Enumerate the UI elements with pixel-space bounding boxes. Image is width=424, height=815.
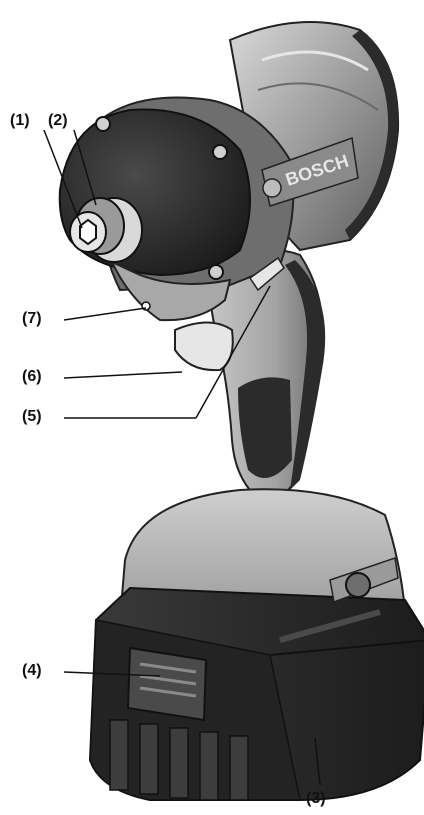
leader-line-4 (63, 671, 161, 677)
leader-line-2 (73, 129, 97, 206)
leader-line-7 (63, 307, 147, 321)
battery-grip-ribs (109, 719, 249, 801)
callout-1: (1) (10, 112, 30, 129)
leader-line-5b (195, 285, 271, 419)
callout-3: (3) (306, 790, 326, 807)
callout-6: (6) (22, 368, 42, 385)
leader-line-3 (314, 737, 321, 786)
leader-lines (43, 129, 321, 786)
callout-5: (5) (22, 408, 42, 425)
battery-pack (88, 488, 424, 801)
tool-holder (69, 197, 143, 263)
leader-line-1 (43, 129, 83, 229)
trigger-switch (174, 321, 234, 372)
callout-4: (4) (22, 662, 42, 679)
callout-7: (7) (22, 310, 42, 327)
leader-line-6 (63, 371, 183, 379)
grip-handle (203, 249, 326, 502)
hex-socket-icon (79, 218, 97, 246)
callout-2: (2) (48, 112, 68, 129)
